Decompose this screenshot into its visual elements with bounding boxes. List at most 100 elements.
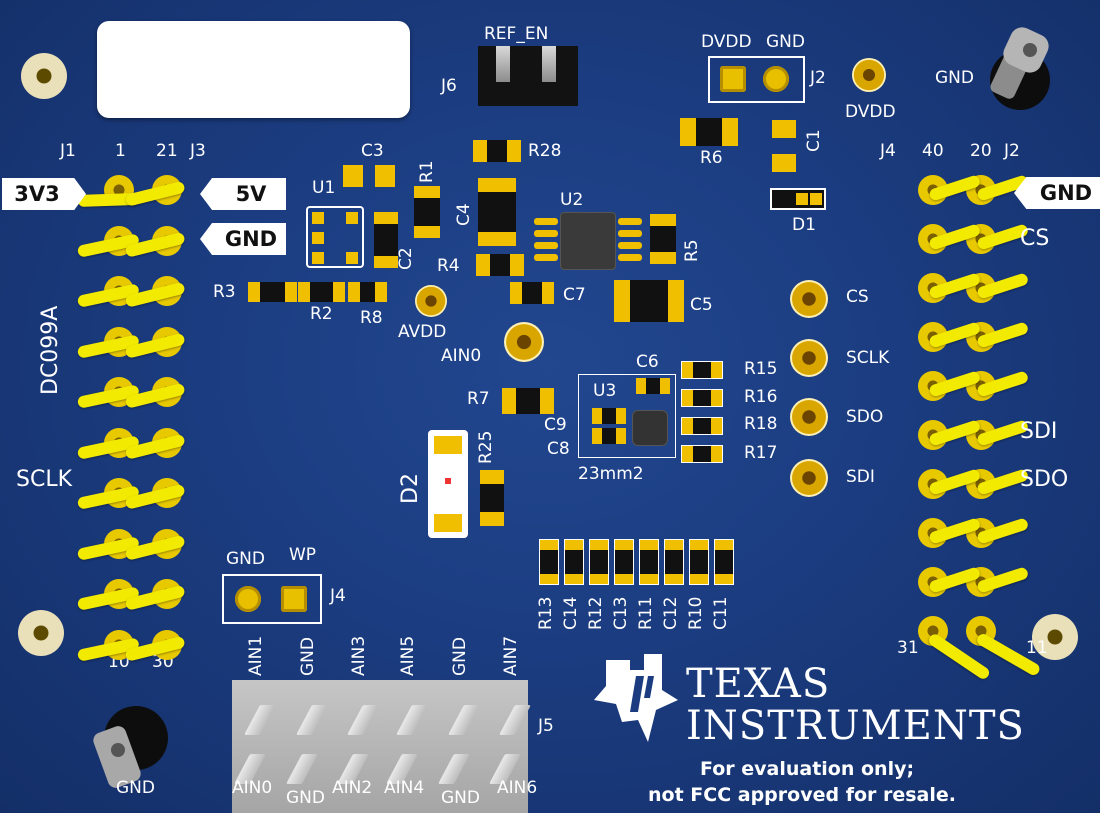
j5-bottom-label: AIN2 [332, 778, 373, 798]
j5-connector[interactable] [232, 680, 528, 813]
ti-logo-icon [594, 654, 678, 742]
testpoint-dvdd-label: DVDD [845, 102, 896, 122]
testpoint-sdi[interactable] [790, 459, 828, 497]
smd-part [298, 282, 345, 302]
label-plate [97, 21, 410, 118]
j5-top-label: AIN1 [246, 635, 266, 676]
label-c9: C9 [544, 415, 567, 435]
testpoint-sclk-label: SCLK [846, 348, 890, 368]
j5-top-label: AIN3 [349, 635, 369, 676]
bank-label: R12 [586, 596, 606, 630]
label-r8: R8 [360, 308, 383, 328]
label-c7: C7 [563, 285, 586, 305]
j4-small-connector[interactable] [222, 574, 322, 624]
bank-label: R11 [636, 596, 656, 630]
bank-label: C13 [611, 596, 631, 630]
tag-gnd-right: GND [1014, 177, 1100, 209]
bank-part [540, 540, 558, 584]
j2-right-pin-first: 20 [970, 141, 992, 161]
label-r25: R25 [476, 430, 496, 464]
testpoint-ain0-label: AIN0 [441, 346, 482, 366]
j2-top-connector[interactable] [708, 56, 805, 103]
testpoint-sdo[interactable] [790, 398, 828, 436]
j3-pin-first: 21 [156, 141, 178, 161]
smd-part [348, 282, 387, 302]
res-r28 [473, 140, 521, 162]
testpoint-sclk[interactable] [790, 339, 828, 377]
u2-lead [618, 242, 642, 249]
j4-small-label: J4 [330, 586, 346, 606]
testpoint-cs[interactable] [790, 280, 828, 318]
j4-small-gnd-label: GND [226, 549, 265, 569]
mounting-hole-bottom-left [18, 610, 64, 656]
label-r3: R3 [213, 282, 236, 302]
u2-lead [534, 218, 558, 225]
notice-line1: For evaluation only; [700, 758, 915, 780]
bank-label: R13 [536, 596, 556, 630]
cap-c8 [592, 428, 626, 444]
j5-bottom-label: GND [286, 788, 325, 808]
j5-label: J5 [538, 716, 554, 736]
label-r17: R17 [744, 443, 778, 463]
ic-u1 [306, 206, 364, 268]
gnd-stud-bottom-left-label: GND [116, 778, 155, 798]
gnd-stud-bottom-left[interactable] [86, 698, 176, 798]
testpoint-ain0[interactable] [504, 322, 544, 362]
j5-top-label: GND [298, 637, 318, 676]
company-line2: INSTRUMENTS [686, 703, 1025, 749]
notice-line2: not FCC approved for resale. [648, 784, 956, 806]
res-r4 [476, 254, 524, 276]
label-c3: C3 [361, 141, 384, 161]
cap-c2 [374, 212, 398, 268]
testpoint-sdo-label: SDO [846, 407, 884, 427]
smd-part [248, 282, 297, 302]
mounting-hole-top-left [21, 53, 67, 99]
board-name: DC099A [38, 305, 63, 395]
u2-lead [534, 254, 558, 261]
bank-label: C14 [561, 596, 581, 630]
diode-d1 [770, 188, 826, 210]
label-u1: U1 [312, 178, 336, 198]
testpoint-sdi-label: SDI [846, 467, 875, 487]
label-area: 23mm2 [578, 464, 644, 484]
j5-top-label: AIN5 [398, 635, 418, 676]
gnd-stud-top-right[interactable] [980, 20, 1076, 116]
tag-3v3: 3V3 [2, 178, 86, 210]
u3-outline [578, 374, 676, 458]
smd-part [682, 446, 722, 462]
res-r7 [502, 388, 554, 414]
res-r25 [480, 470, 504, 526]
tag-gnd-left: GND [200, 223, 286, 255]
label-u2: U2 [560, 190, 584, 210]
label-r28: R28 [528, 141, 562, 161]
label-r1: R1 [417, 160, 437, 183]
testpoint-avdd[interactable] [415, 285, 447, 317]
side-label-sdi: SDI [1020, 419, 1058, 444]
mounting-hole-bottom-right [1032, 614, 1078, 660]
label-c5: C5 [690, 295, 713, 315]
bank-part [590, 540, 608, 584]
j5-bottom-label: AIN0 [232, 778, 273, 798]
j3-label: J3 [190, 141, 206, 161]
u2-lead [618, 254, 642, 261]
j1-pin-first: 1 [115, 141, 126, 161]
label-r7: R7 [467, 389, 490, 409]
label-c1: C1 [804, 129, 824, 152]
label-r5: R5 [682, 239, 702, 262]
label-c2: C2 [396, 247, 416, 270]
bank-part [565, 540, 583, 584]
label-u3: U3 [593, 381, 617, 401]
j6-header[interactable] [478, 46, 578, 106]
u2-lead [534, 230, 558, 237]
j2-top-label: J2 [810, 68, 826, 88]
bank-label: C12 [661, 596, 681, 630]
cap-c7 [510, 282, 554, 304]
j5-bottom-label: AIN4 [384, 778, 425, 798]
testpoint-dvdd[interactable] [852, 58, 886, 92]
j6-label: J6 [441, 76, 457, 96]
j4-right-label: J4 [880, 141, 896, 161]
u2-lead [618, 218, 642, 225]
j5-bottom-label: GND [441, 788, 480, 808]
smd-part [682, 362, 722, 378]
